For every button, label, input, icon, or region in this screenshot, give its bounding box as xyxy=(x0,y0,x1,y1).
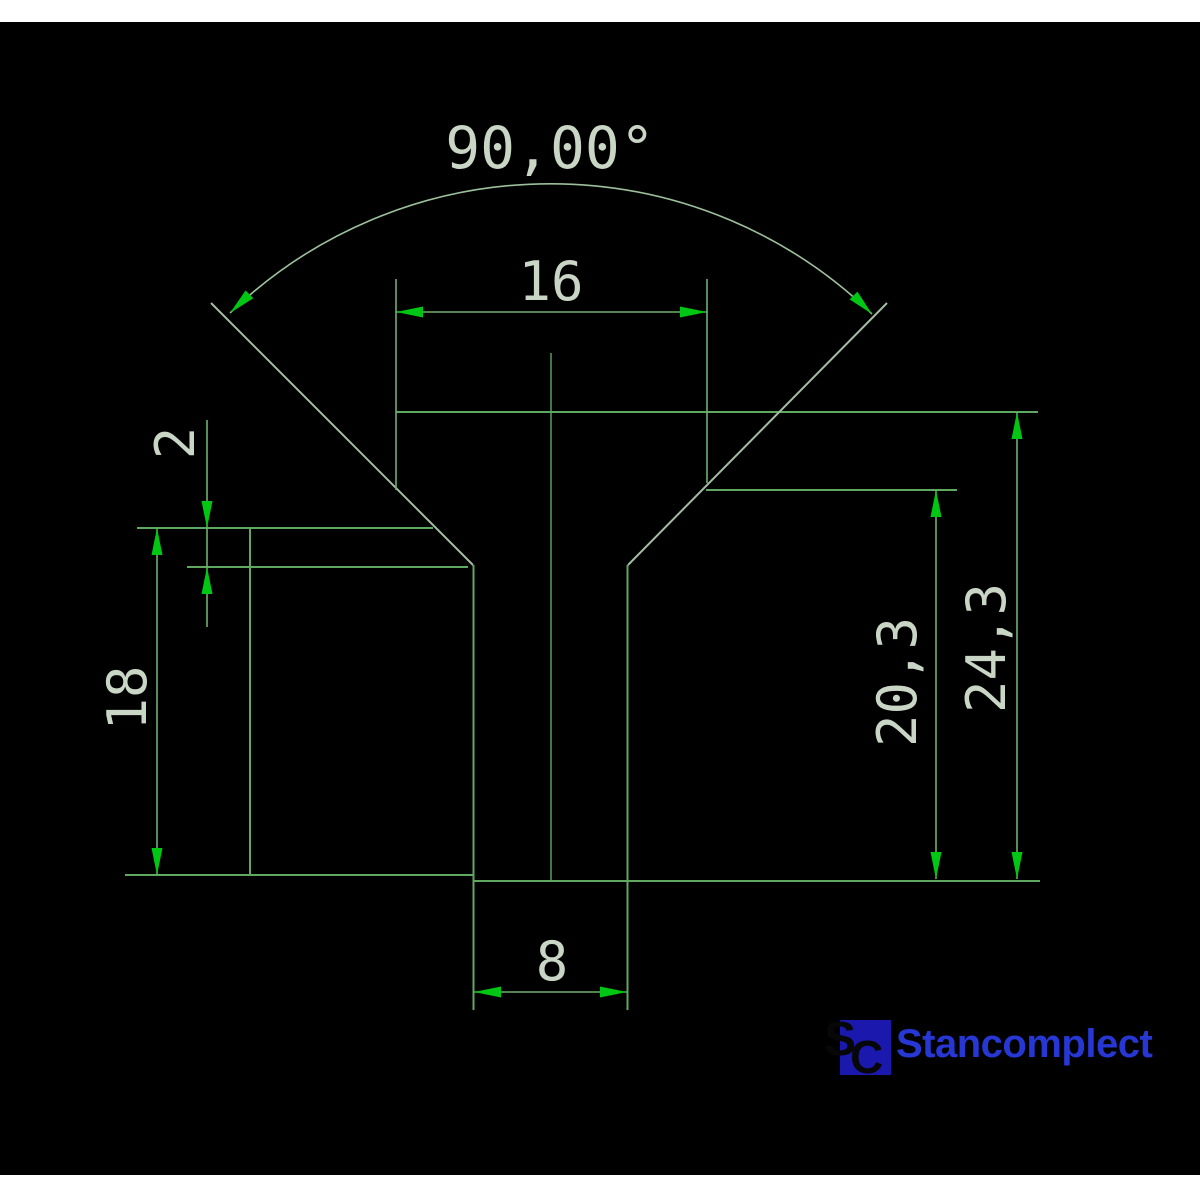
logo-letter-c: C xyxy=(850,1031,884,1083)
part-outline xyxy=(125,411,1040,1010)
logo-text: Stancomplect xyxy=(896,1022,1153,1066)
drawing-canvas: 90,00° 16 2 18 20,3 24,3 8 S C Stancompl… xyxy=(0,22,1200,1175)
dimension-label-left-height: 18 xyxy=(96,665,159,731)
logo-icon xyxy=(840,1020,891,1075)
dimension-label-shoulder-depth: 20,3 xyxy=(866,616,929,748)
logo-letter-s: S xyxy=(824,1013,857,1066)
angle-dimension-arc xyxy=(229,182,873,315)
dimension-label-angle: 90,00° xyxy=(445,114,655,182)
dimension-lines xyxy=(156,182,1018,993)
stancomplect-logo: S C Stancomplect xyxy=(824,1013,1153,1083)
cad-drawing xyxy=(125,182,1040,1010)
dimension-label-top-width: 16 xyxy=(518,250,584,313)
cone-faces xyxy=(210,302,888,566)
dimension-label-total-height: 24,3 xyxy=(955,582,1018,714)
dimension-label-step-height: 2 xyxy=(144,426,207,460)
dimension-label-stem-width: 8 xyxy=(535,930,569,993)
dimension-arrows xyxy=(151,290,1023,998)
